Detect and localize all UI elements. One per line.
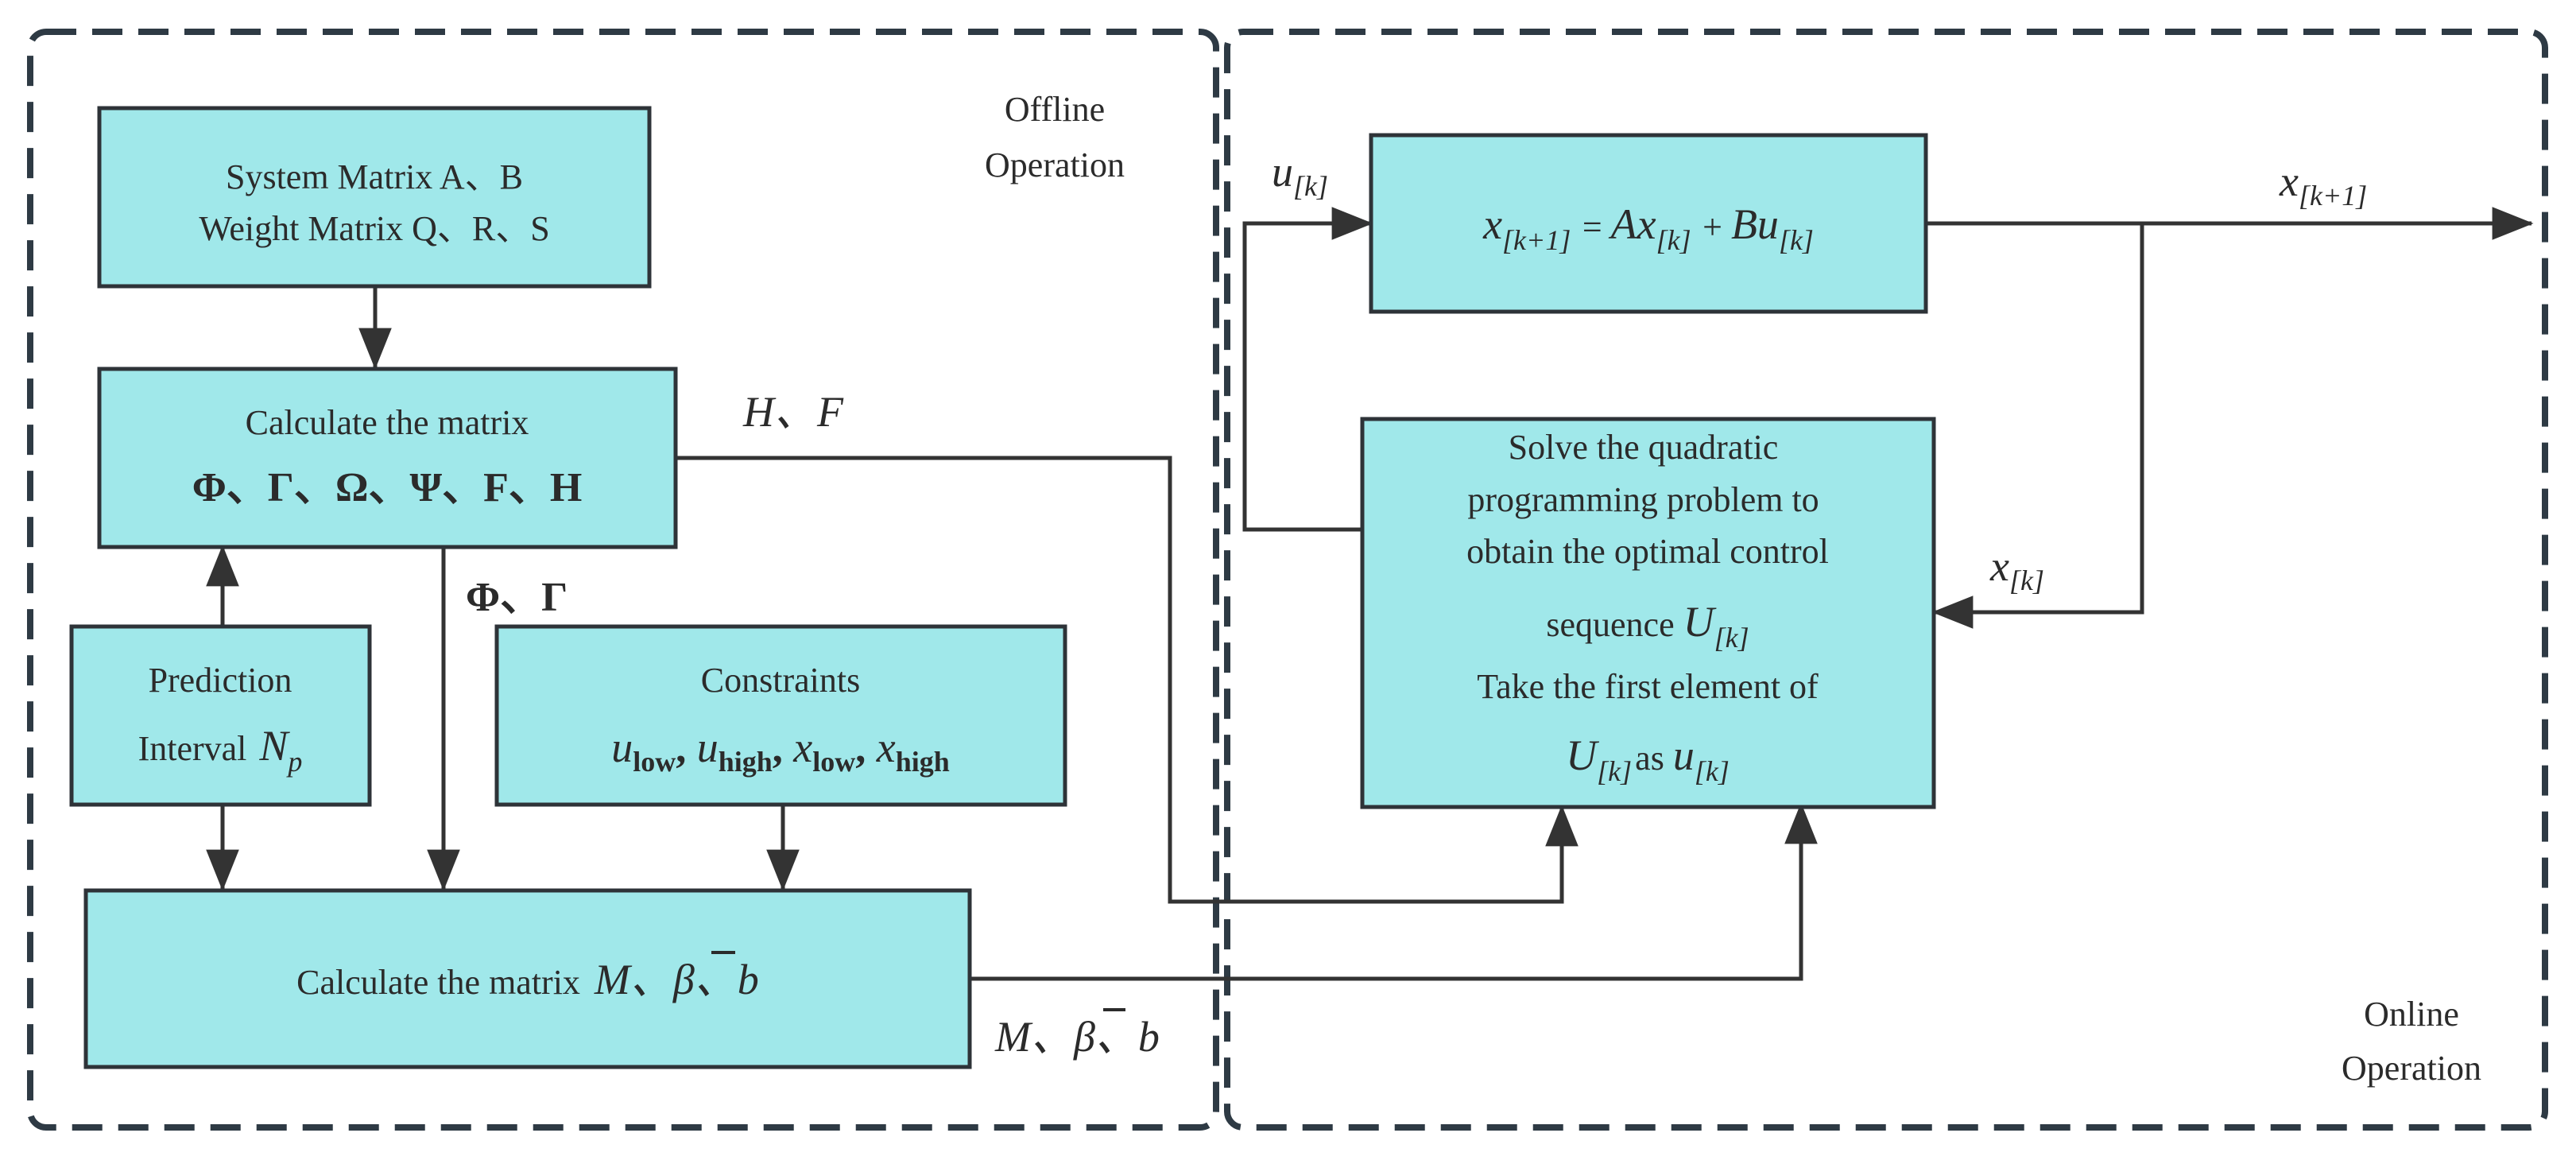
calc-matrix-box: [97, 367, 678, 549]
qp-sequence-line: sequence U[k]: [1546, 598, 1749, 654]
signal-phi-gamma-label: Φ、Γ: [466, 575, 567, 620]
offline-region-frame: [27, 29, 1219, 1131]
signal-xk1-label: x[k+1]: [2279, 157, 2367, 211]
system-equation-box: [1369, 133, 1928, 314]
qp-uk-line: U[k] as u[k]: [1566, 731, 1730, 787]
constraints-box: [494, 624, 1067, 807]
signal-mbb-label: M、β、b: [994, 1013, 1160, 1061]
qp-first-element-line: Take the first element of: [1477, 667, 1819, 706]
prediction-label: Prediction: [149, 661, 292, 700]
qp-solver-text: Solve the quadratic programming problem …: [1466, 428, 1829, 571]
calc-mbb-box: [83, 888, 972, 1069]
system-equation-text: x[k+1] = Ax[k] + Bu[k]: [1482, 200, 1814, 260]
qp-solver-box: [1360, 417, 1936, 809]
arrow-xk-feedback: [1931, 223, 2144, 629]
signal-uk-label: u[k]: [1272, 148, 1328, 202]
constraints-title: Constraints: [701, 661, 860, 700]
constraints-expression: ulow, uhigh, xlow, xhigh: [611, 724, 950, 778]
calc-matrix-symbols: Φ、Γ、Ω、Ψ、F、H: [192, 465, 583, 510]
arrow-hf-to-qp: [676, 456, 1579, 904]
prediction-interval-box: [69, 624, 372, 807]
online-region-frame: [1224, 29, 2548, 1131]
prediction-interval-label: Interval Np: [138, 722, 303, 778]
signal-xk-label: x[k]: [1989, 542, 2044, 596]
calc-mbb-text: Calculate the matrix M、β、b: [296, 956, 759, 1003]
system-matrix-box: [97, 106, 652, 289]
calc-matrix-title: Calculate the matrix: [246, 403, 529, 442]
signal-hf-label: H、F: [742, 388, 844, 436]
arrow-uk-to-system: [1242, 207, 1373, 532]
arrow-mbb-to-qp: [970, 802, 1818, 981]
